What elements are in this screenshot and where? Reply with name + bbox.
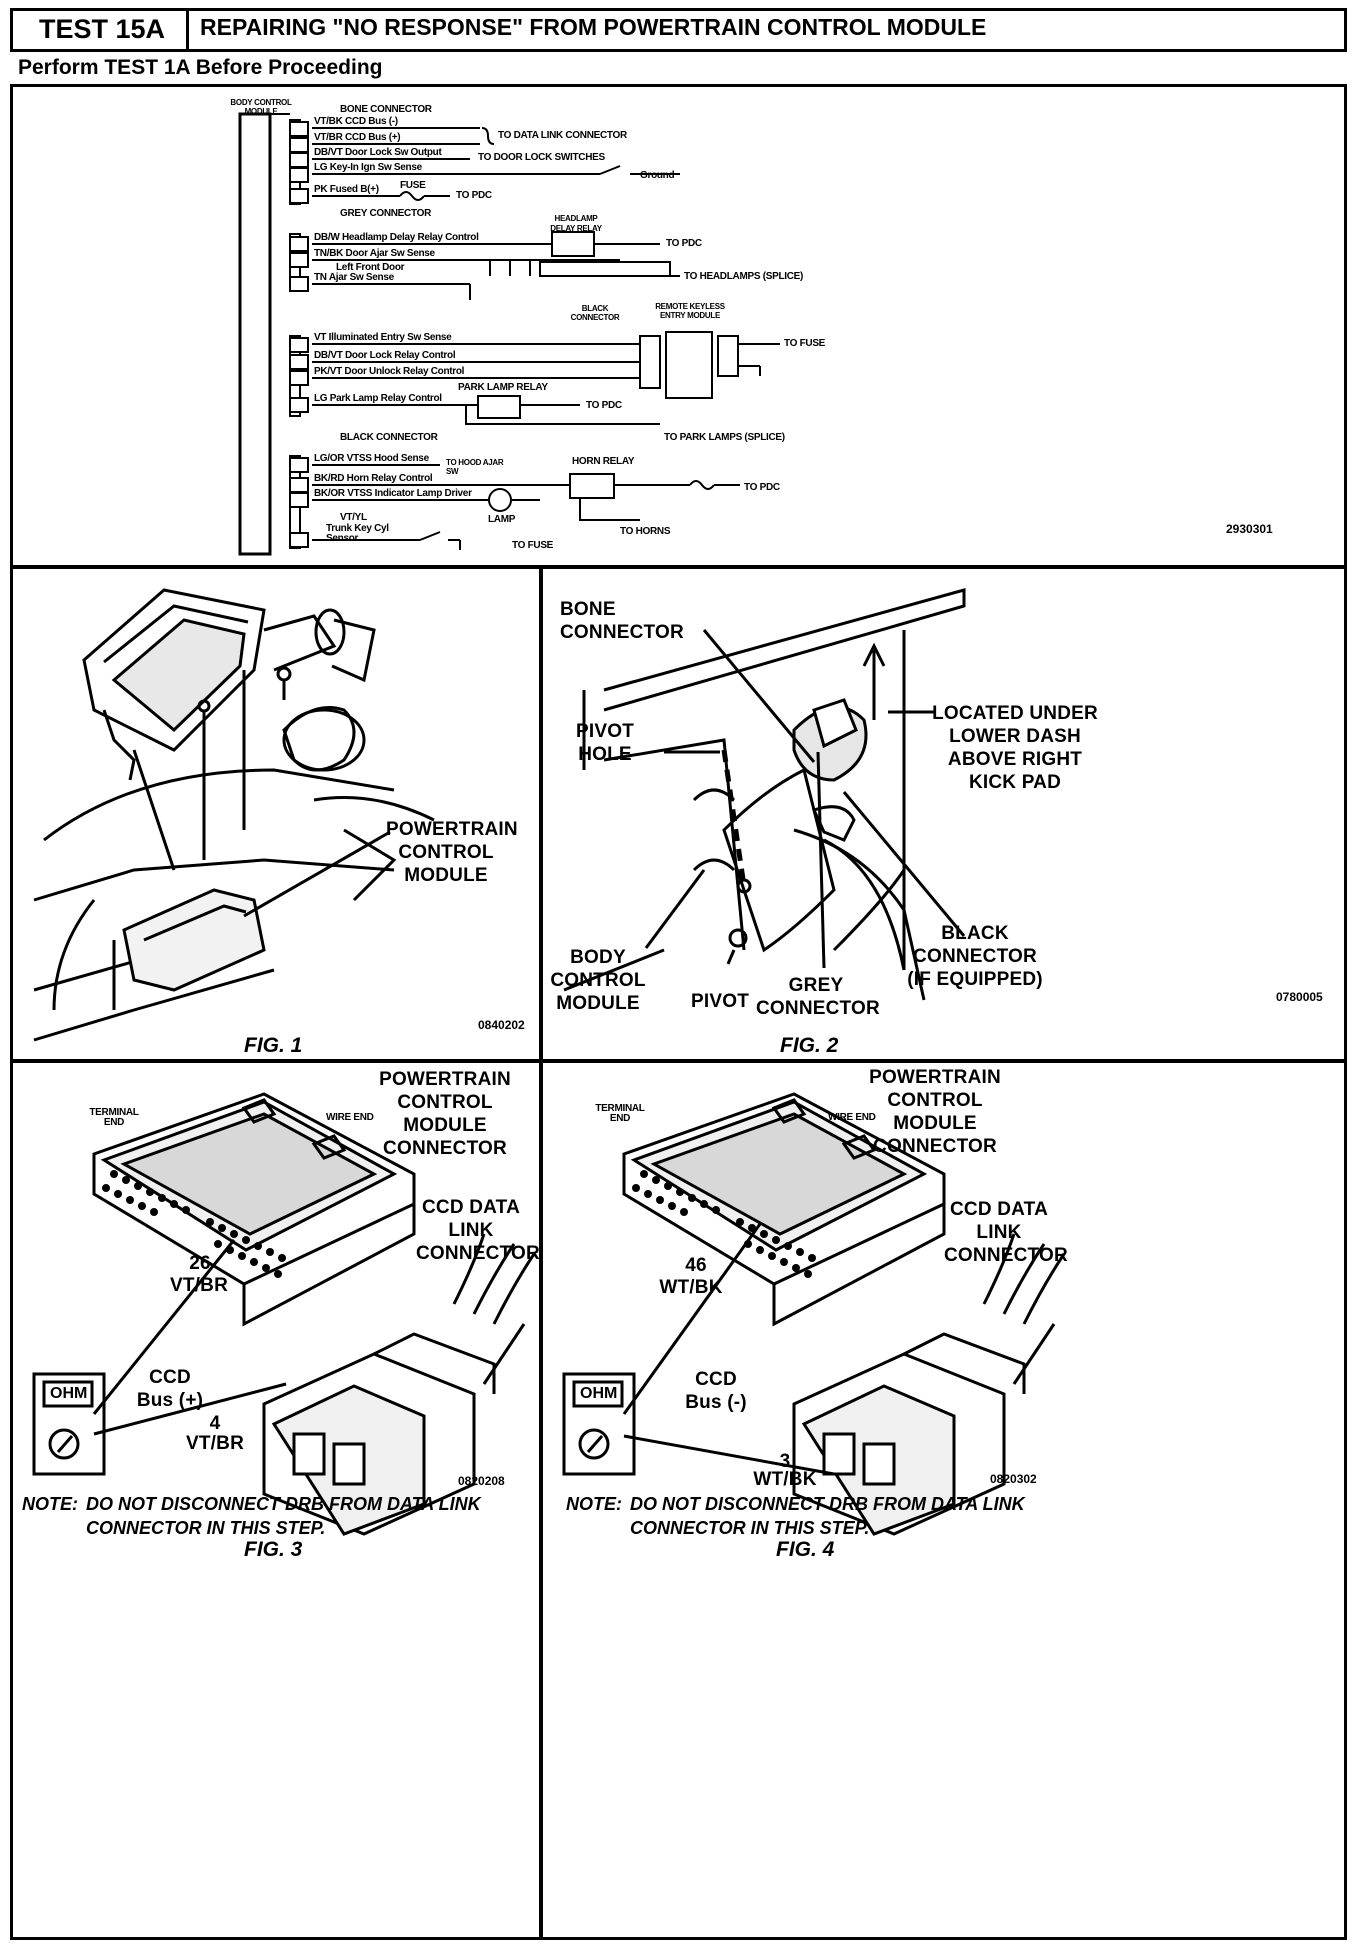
wire-row-8: TN Ajar Sw Sense [314, 272, 394, 283]
wire-row-3: DB/VT Door Lock Sw Output [314, 147, 442, 158]
to-fuse-label-1: TO FUSE [784, 338, 826, 349]
to-door-lock-label: TO DOOR LOCK SWITCHES [478, 152, 605, 163]
bone-connector-label: BONE CONNECTOR [340, 104, 432, 115]
to-dlc-label: TO DATA LINK CONNECTOR [498, 130, 627, 141]
fig3-wire-a: VT/BR [170, 1275, 228, 1296]
page-subtitle: Perform TEST 1A Before Proceeding [18, 56, 383, 79]
fig3-pin-a: 26 [189, 1253, 211, 1274]
wire-row-9: VT Illuminated Entry Sw Sense [314, 332, 452, 343]
black-connector-2-label: BLACK CONNECTOR [340, 432, 438, 443]
park-out-label: TO PARK LAMPS (SPLICE) [664, 432, 785, 443]
to-fuse-label-2: TO FUSE [512, 540, 554, 551]
to-pdc-label-3: TO PDC [586, 400, 622, 411]
fig3-pcm-conn-label: POWERTRAIN CONTROL MODULE CONNECTOR [379, 1069, 511, 1159]
wiring-code: 2930301 [1226, 522, 1273, 536]
fig1-drawing [33, 588, 435, 1042]
wire-row-12: LG Park Lamp Relay Control [314, 393, 442, 404]
to-pdc-label-2: TO PDC [666, 238, 702, 249]
fig3-ohm-label: OHM [50, 1385, 88, 1402]
fig1-code: 0840202 [478, 1018, 525, 1032]
wire-row-2: VT/BR CCD Bus (+) [314, 132, 401, 143]
fig4-ccd-bus-label: CCD Bus (-) [685, 1369, 747, 1413]
fig3-wire-end: WIRE END [326, 1112, 374, 1123]
black-connector-label: BLACK CONNECTOR [570, 304, 620, 322]
fig4-code: 0820302 [990, 1472, 1037, 1486]
fig2-located-label: LOCATED UNDER LOWER DASH ABOVE RIGHT KIC… [932, 703, 1098, 793]
fig4-panel [540, 1060, 1347, 1940]
fig2-pivot-hole-label: PIVOT HOLE [575, 721, 634, 765]
fig1-pcm-label: POWERTRAIN CONTROL MODULE [386, 819, 518, 886]
fig4-note: DO NOT DISCONNECT DRB FROM DATA LINK CON… [630, 1494, 1025, 1538]
to-hood-label: TO HOOD AJAR SW [446, 458, 504, 476]
fig4-drawing [562, 1092, 1066, 1536]
fig4-pin-b: 3 [779, 1451, 791, 1472]
header-divider [186, 8, 189, 52]
park-relay-label: PARK LAMP RELAY [458, 382, 548, 393]
wire-row-4: LG Key-In Ign Sw Sense [314, 162, 422, 173]
fig3-wire-b: VT/BR [186, 1433, 244, 1454]
bcm-label: BODY CONTROL MODULE [230, 98, 292, 116]
fig4-wire-b: WT/BK [753, 1469, 817, 1490]
fig4-terminal-end: TERMINAL END [595, 1103, 645, 1124]
wire-row-6: DB/W Headlamp Delay Relay Control [314, 232, 479, 243]
wire-row-13: LG/OR VTSS Hood Sense [314, 453, 429, 464]
fig2-black-label: BLACK CONNECTOR (IF EQUIPPED) [907, 923, 1043, 990]
fig2-body-label: BODY CONTROL MODULE [550, 947, 646, 1014]
fig3-note-label: NOTE: [22, 1494, 78, 1514]
rke-module-label: REMOTE KEYLESS ENTRY MODULE [655, 302, 725, 320]
fuse-label: FUSE [400, 180, 426, 191]
fig3-caption: FIG. 3 [244, 1538, 303, 1561]
fig4-wire-a: WT/BK [659, 1277, 723, 1298]
wiring-diagram [238, 112, 780, 556]
fig3-drawing [32, 1092, 536, 1536]
door-sw-label: Left Front Door [336, 262, 405, 273]
fig3-note: DO NOT DISCONNECT DRB FROM DATA LINK CON… [86, 1494, 481, 1538]
fig3-pin-b: 4 [209, 1413, 221, 1434]
wire-row-7: TN/BK Door Ajar Sw Sense [314, 248, 435, 259]
fig2-bone-label: BONE CONNECTOR [560, 599, 684, 643]
vt-yl-label: VT/YL [340, 512, 367, 523]
wire-row-16: Trunk Key Cyl Sensor [326, 523, 389, 544]
wire-row-10: DB/VT Door Lock Relay Control [314, 350, 456, 361]
fig3-ccd-bus-label: CCD Bus (+) [136, 1367, 204, 1411]
header-bar [10, 8, 1347, 52]
fig2-grey-label: GREY CONNECTOR [756, 975, 880, 1019]
fig4-ohm-label: OHM [580, 1385, 618, 1402]
fig4-caption: FIG. 4 [776, 1538, 835, 1561]
fig4-wire-end: WIRE END [828, 1112, 876, 1123]
horn-relay-label: HORN RELAY [572, 456, 635, 467]
wire-row-5: PK Fused B(+) [314, 184, 379, 195]
fig1-caption: FIG. 1 [244, 1034, 303, 1057]
fig2-pivot-label: PIVOT [690, 991, 749, 1012]
fig3-terminal-end: TERMINAL END [89, 1107, 139, 1128]
fig3-code: 0820208 [458, 1474, 505, 1488]
grey-connector-label: GREY CONNECTOR [340, 208, 432, 219]
to-horns-label: TO HORNS [620, 526, 671, 537]
lamp-label: LAMP [488, 514, 516, 525]
fig2-code: 0780005 [1276, 990, 1323, 1004]
headlamp-out-label: TO HEADLAMPS (SPLICE) [684, 271, 804, 282]
fig3-ccd-dlc-label: CCD DATA LINK CONNECTOR [416, 1197, 540, 1264]
fig2-drawing [563, 588, 966, 1001]
wire-row-15: BK/OR VTSS Indicator Lamp Driver [314, 488, 472, 499]
ground-label: Ground [640, 170, 675, 181]
fig4-pin-a: 46 [685, 1255, 707, 1276]
test-id: TEST 15A [38, 14, 166, 44]
to-pdc-label-4: TO PDC [744, 482, 780, 493]
wire-row-1: VT/BK CCD Bus (-) [314, 116, 398, 127]
headlamp-relay-label: HEADLAMP DELAY RELAY [550, 214, 602, 233]
fig2-caption: FIG. 2 [780, 1034, 839, 1057]
fig4-ccd-dlc-label: CCD DATA LINK CONNECTOR [944, 1199, 1068, 1266]
to-pdc-label-1: TO PDC [456, 190, 492, 201]
fig4-note-label: NOTE: [566, 1494, 622, 1514]
wire-row-11: PK/VT Door Unlock Relay Control [314, 366, 465, 377]
page-title: REPAIRING "NO RESPONSE" FROM POWERTRAIN … [200, 14, 987, 40]
fig4-pcm-conn-label: POWERTRAIN CONTROL MODULE CONNECTOR [869, 1067, 1001, 1157]
wire-row-14: BK/RD Horn Relay Control [314, 473, 433, 484]
